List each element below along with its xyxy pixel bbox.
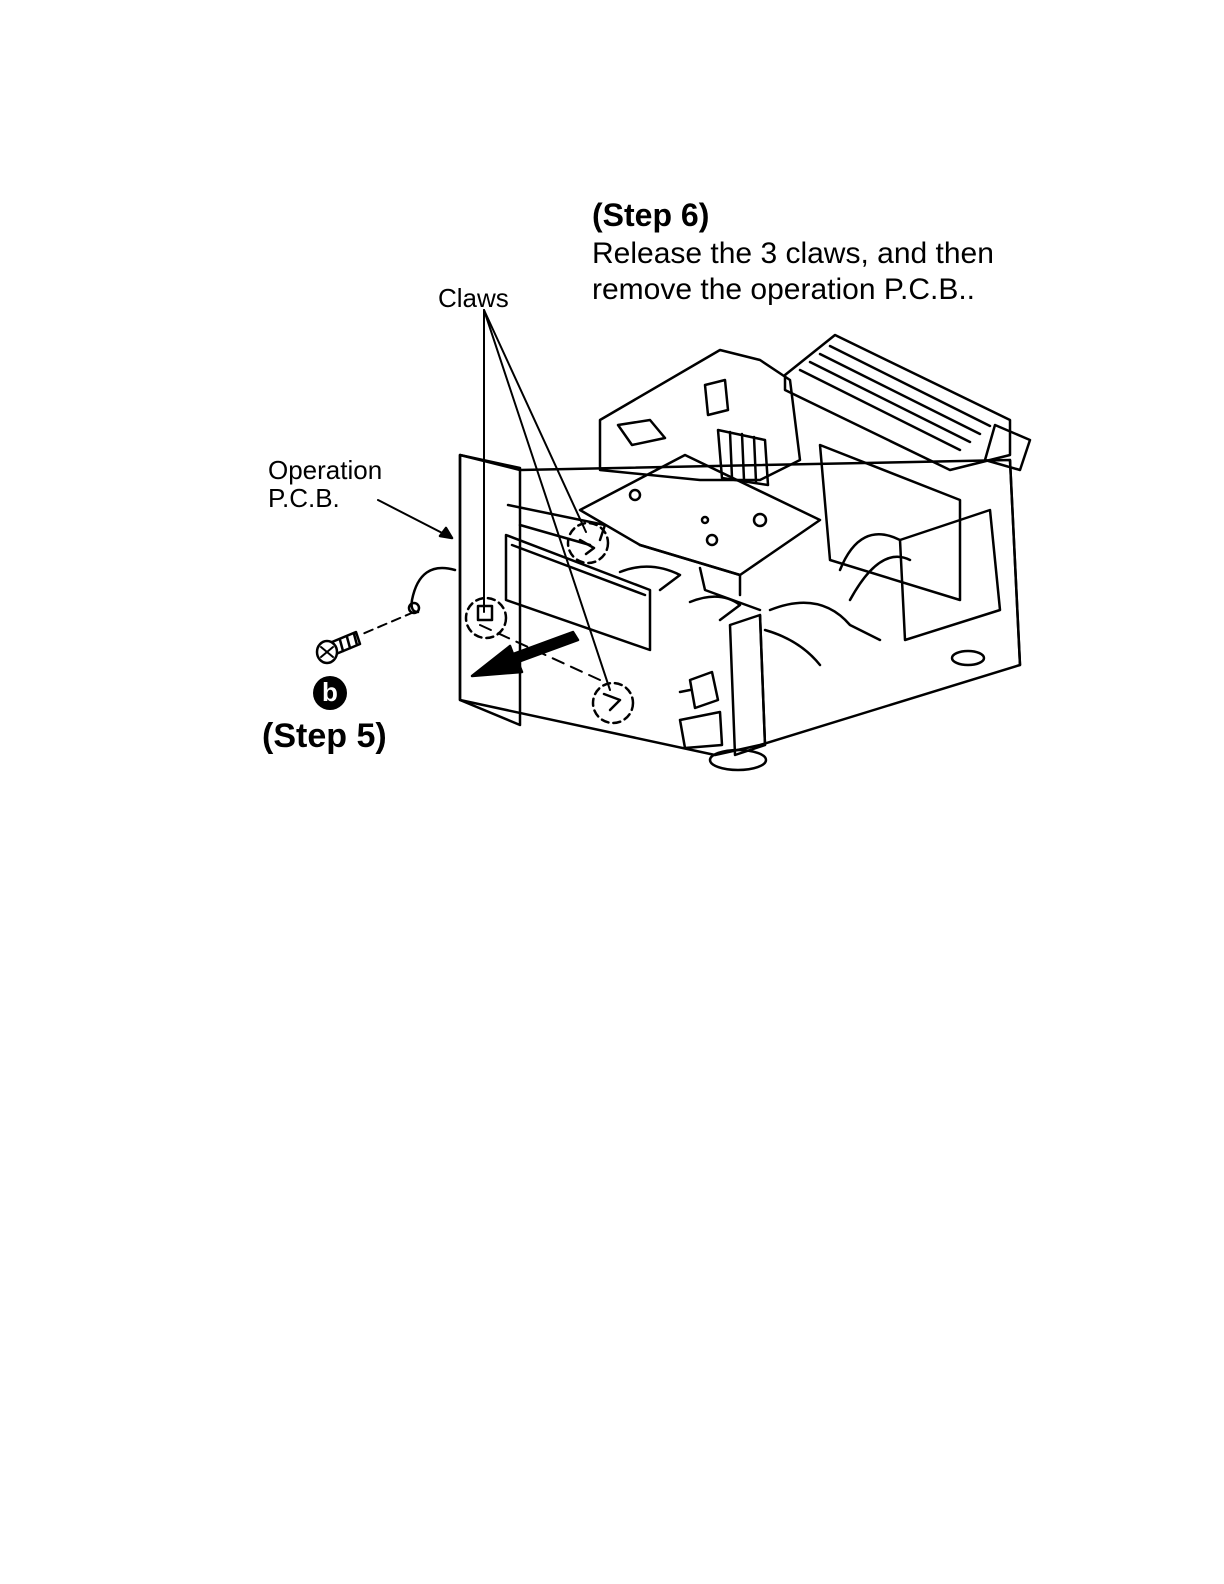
mech-plate (580, 455, 820, 575)
claw-circle-bottom (593, 683, 633, 723)
op-pcb-leader (378, 500, 452, 538)
claws-leader-3 (484, 310, 610, 690)
step5-heading: (Step 5) (262, 719, 387, 753)
claws-leader-2 (484, 310, 586, 532)
coil (705, 380, 728, 415)
fin-block (785, 335, 1010, 470)
step6-instruction: Release the 3 claws, and then remove the… (592, 236, 994, 308)
operation-pcb-label: Operation P.C.B. (268, 456, 382, 512)
connector-block (618, 420, 665, 445)
step6-heading: (Step 6) (592, 199, 709, 231)
rear-pcb (600, 350, 800, 480)
screw-b (317, 632, 360, 663)
operation-pcb (460, 455, 520, 725)
claws-label: Claws (438, 285, 509, 311)
claw-circle-top (568, 523, 608, 563)
jack (690, 672, 718, 708)
screw-b-marker: b (313, 676, 347, 710)
foot-right (952, 651, 984, 665)
transformer (820, 445, 960, 600)
